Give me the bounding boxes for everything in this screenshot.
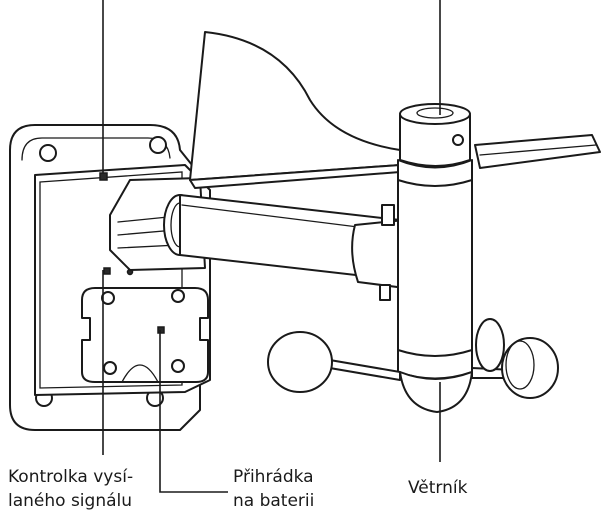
callout-wind-vane: Větrník <box>408 476 467 500</box>
callout-transmitter-signal: Kontrolka vysí- laného signálu <box>8 465 133 513</box>
signal-indicator-led <box>99 172 108 181</box>
leader-battery <box>159 330 228 493</box>
callout-leaders <box>102 0 441 493</box>
callout-line: Větrník <box>408 478 468 498</box>
callout-line: Přihrádka <box>233 467 314 487</box>
wind-vane-fin <box>189 31 601 189</box>
anemometer-cup-icon <box>501 337 559 399</box>
signal-led-icon <box>103 267 111 275</box>
anemometer-cup-icon <box>267 331 333 393</box>
callout-line: na baterii <box>233 491 315 511</box>
callout-line: laného signálu <box>8 491 133 511</box>
battery-compartment-lid <box>81 287 209 383</box>
support-arm <box>179 194 406 301</box>
mounting-hole-icon <box>149 136 167 154</box>
mounting-hole-icon <box>39 144 57 162</box>
callout-battery-compartment: Přihrádka na baterii <box>233 465 314 513</box>
anemometer <box>267 318 559 413</box>
anemometer-cup-icon <box>475 318 505 372</box>
callout-line: Kontrolka vysí- <box>8 467 134 487</box>
sensor-mast <box>397 103 473 380</box>
